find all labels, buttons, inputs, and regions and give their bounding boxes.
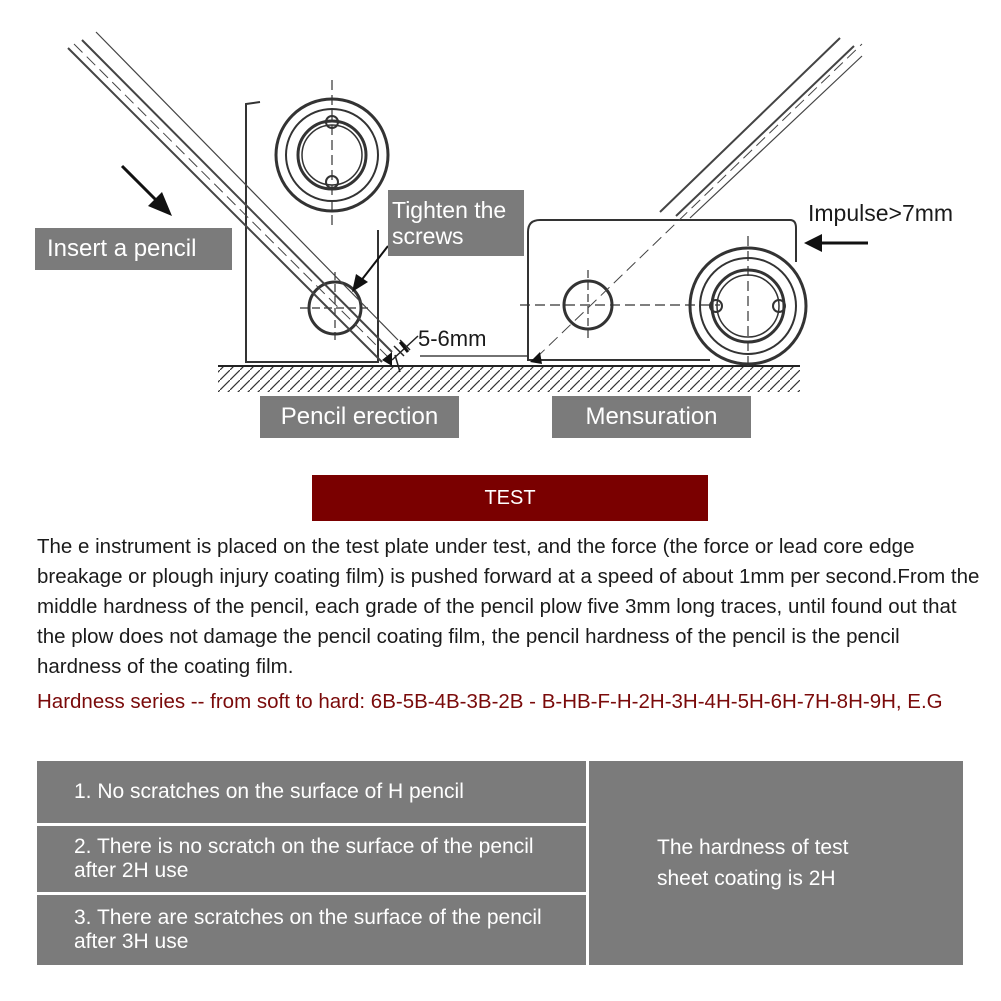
result-table: 1. No scratches on the surface of H penc… [37,761,963,965]
insert-arrow [120,164,172,216]
gap-dimension [391,335,419,373]
mensuration-label: Mensuration [552,396,751,438]
left-screw [300,272,372,340]
test-plate-ground [218,365,800,392]
right-wheel [688,236,808,366]
table-row-text: 2. There is no scratch on the surface of… [74,835,534,882]
tighten-pointer [352,245,389,292]
left-wheel [274,80,390,230]
tighten-screws-label: Tighten the screws [388,190,524,256]
table-row: 3. There are scratches on the surface of… [37,895,586,965]
table-row-text: 1. No scratches on the surface of H penc… [74,780,464,803]
right-tester-body [527,219,797,361]
hardness-series: Hardness series -- from soft to hard: 6B… [37,690,943,713]
left-pencil-tip [382,352,392,366]
table-result-cell: The hardness of test sheet coating is 2H [589,761,963,965]
left-tester-body [245,101,379,363]
table-row: 1. No scratches on the surface of H penc… [37,761,586,823]
left-pencil [67,31,399,363]
table-row-text: 3. There are scratches on the surface of… [74,906,542,953]
right-screw [520,270,720,340]
test-description: The e instrument is placed on the test p… [37,535,980,678]
pencil-tester-diagram [67,31,868,392]
table-result-text: The hardness of test sheet coating is 2H [657,836,849,890]
impulse-arrow [804,234,868,252]
right-pencil [535,37,863,359]
gap-dimension-label: 5-6mm [418,326,487,351]
pencil-erection-label: Pencil erection [260,396,459,438]
insert-pencil-label: Insert a pencil [35,228,232,270]
right-pencil-tip [530,352,542,364]
impulse-label: Impulse>7mm [808,200,954,226]
test-banner: TEST [312,475,708,521]
table-row: 2. There is no scratch on the surface of… [37,826,586,892]
